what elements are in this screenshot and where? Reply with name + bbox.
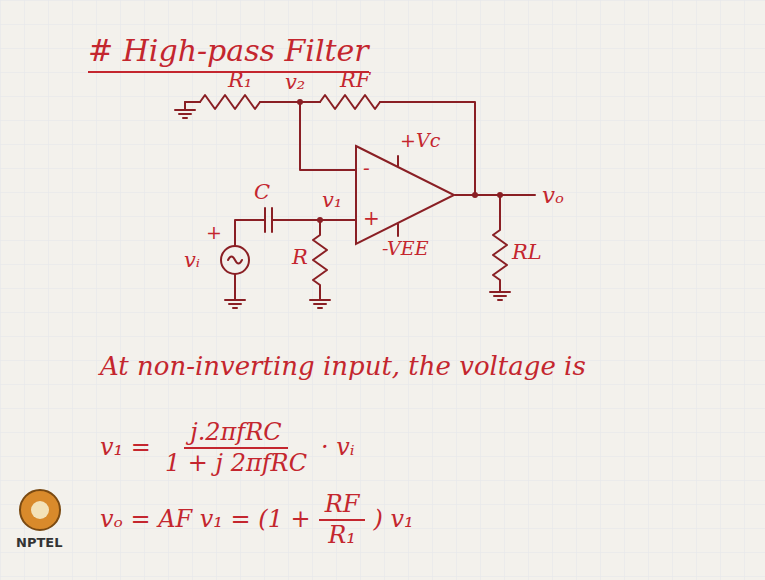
junction-dot (297, 99, 303, 105)
op-amp: -+ (355, 145, 455, 245)
equation-term: v₁ = (100, 433, 151, 462)
supply-lead (397, 224, 399, 236)
input-sign: + (363, 207, 380, 230)
wire (272, 219, 355, 221)
source-symbol (221, 246, 249, 274)
supply-label: +Vc (400, 130, 440, 152)
logo-emblem (20, 490, 60, 530)
junction-dot (317, 217, 323, 223)
node-voltage: v₁ (322, 188, 342, 212)
equation-term: · vᵢ (321, 433, 355, 462)
wire (300, 102, 355, 170)
component-label: R₁ (228, 68, 252, 92)
wire (234, 274, 236, 300)
equation-term: ) v₁ (373, 505, 413, 534)
input-sign: - (363, 157, 370, 180)
resistor-symbol (313, 220, 327, 300)
source-label: vᵢ (184, 248, 200, 272)
numerator: RF (319, 490, 366, 521)
junction-dot (497, 192, 503, 198)
polarity-sign: + (206, 222, 222, 244)
capacitor-symbol (265, 208, 272, 232)
equation: vₒ = AF v₁ = (1 +RFR₁) v₁ (100, 490, 414, 550)
supply-label: -VEE (382, 238, 429, 260)
op-amp-outline (355, 145, 455, 245)
logo-text: NPTEL (16, 536, 62, 551)
component-label: RF (340, 68, 370, 92)
ground-symbol (175, 102, 195, 118)
slide-title: # High-pass Filter (88, 34, 369, 73)
note-text: At non-inverting input, the voltage is (100, 352, 620, 382)
equation-term: vₒ = AF v₁ = (1 + (100, 505, 311, 534)
output-wire (455, 194, 535, 196)
denominator: R₁ (322, 521, 362, 550)
resistor-symbol (493, 195, 507, 292)
output-label: vₒ (542, 182, 564, 208)
node-voltage: v₂ (285, 70, 305, 94)
supply-lead (397, 156, 399, 166)
ground-symbol (225, 300, 245, 308)
wire (260, 101, 320, 103)
resistor-symbol (200, 95, 260, 109)
equation: v₁ = j.2πfRC1 + j 2πfRC · vᵢ (100, 418, 355, 478)
component-label: RL (512, 240, 542, 264)
denominator: 1 + j 2πfRC (159, 449, 313, 478)
junction-dot (472, 192, 478, 198)
op-amp-triangle (356, 146, 454, 244)
logo-emblem (31, 501, 49, 519)
ground-symbol (310, 300, 330, 308)
component-label: C (254, 180, 270, 204)
ground-symbol (490, 292, 510, 300)
fraction: RFR₁ (319, 490, 366, 550)
wire (185, 101, 200, 103)
wire (235, 220, 265, 246)
fraction: j.2πfRC1 + j 2πfRC (159, 418, 313, 478)
numerator: j.2πfRC (184, 418, 287, 449)
sine-mark (228, 257, 242, 264)
resistor-symbol (320, 95, 380, 109)
component-label: R (292, 245, 308, 269)
nptel-logo (20, 490, 60, 530)
